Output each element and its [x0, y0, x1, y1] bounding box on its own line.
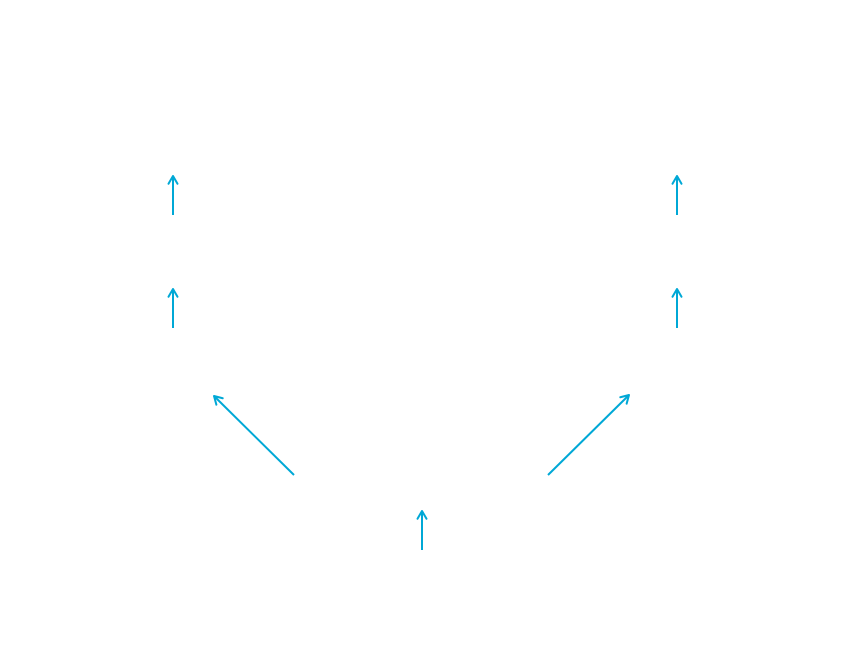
arrow-right-middle — [671, 288, 683, 328]
arrow-left-top — [167, 175, 179, 215]
arrow-right-top-head — [671, 175, 683, 185]
arrow-lower-left-head — [213, 395, 224, 406]
arrow-right-middle-head — [671, 288, 683, 298]
arrow-lower-right-head — [619, 394, 630, 405]
arrow-left-middle-head — [167, 288, 179, 298]
arrow-lower-right — [547, 394, 630, 476]
arrow-lower-right-shaft — [547, 394, 630, 476]
arrow-bottom-center-head — [416, 510, 428, 520]
arrow-lower-left — [213, 395, 295, 476]
arrow-lower-left-shaft — [213, 395, 295, 476]
arrow-left-top-head — [167, 175, 179, 185]
arrows-layer — [167, 175, 683, 550]
arrow-right-top — [671, 175, 683, 215]
arrow-left-middle — [167, 288, 179, 328]
arrow-bottom-center — [416, 510, 428, 550]
